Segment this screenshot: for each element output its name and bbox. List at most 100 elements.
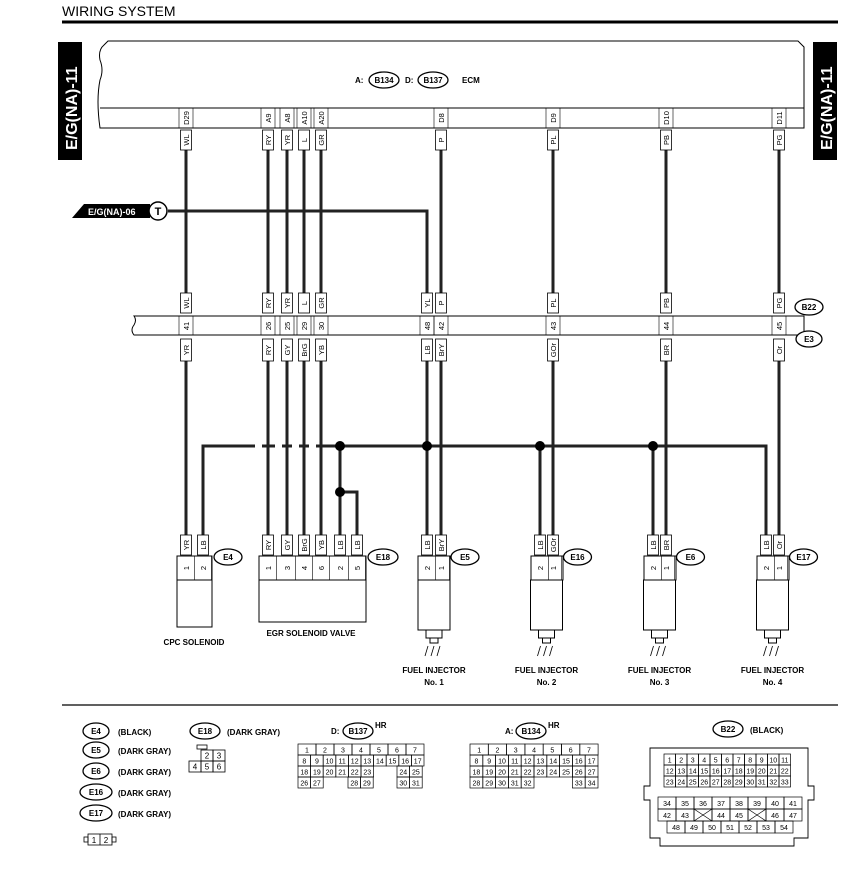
conn-e5-badge [450, 548, 480, 566]
legend-b22-pin: 6 [725, 758, 729, 765]
legend-b22-pin: 33 [781, 780, 789, 787]
harness-pin: 25 [283, 322, 292, 330]
legend-b22-pin: 2 [679, 758, 683, 765]
legend-a-pin: 25 [562, 770, 570, 777]
legend-a-pin: 19 [485, 770, 493, 777]
e18-pin: 2 [336, 566, 345, 570]
e16-pin: 1 [549, 566, 558, 570]
legend-d-pin: 4 [359, 748, 363, 755]
e5-wire-color: BrY [437, 539, 446, 552]
ecm-pin-a8: A8 [283, 113, 292, 122]
legend-b22-pin: 26 [700, 780, 708, 787]
ref-badge [148, 201, 168, 221]
legend-d-pin: 15 [389, 759, 397, 766]
legend-d-pin: 30 [399, 781, 407, 788]
legend-b22-pin: 12 [666, 769, 674, 776]
e3-wire-color-box [281, 338, 293, 362]
legend-b22-pin: 10 [769, 758, 777, 765]
b22-wire-color: RY [264, 298, 273, 308]
legend-a-pin: 4 [532, 748, 536, 755]
legend-e5-badge [82, 741, 110, 759]
legend-a-pin: 31 [511, 781, 519, 788]
e3-wire-color-box [180, 338, 192, 362]
injector-name: FUEL INJECTOR [402, 666, 465, 675]
harness-pin: 48 [423, 322, 432, 330]
injector-name: FUEL INJECTOR [628, 666, 691, 675]
e5-pin: 2 [423, 566, 432, 570]
spray-mark [662, 645, 666, 657]
e18-wire-color-box [315, 534, 327, 556]
e18-wire-color: YB [317, 540, 326, 550]
legend-b22-pin: 25 [689, 780, 697, 787]
legend-b22-pin: 21 [769, 769, 777, 776]
conn-e17-badge [788, 548, 819, 566]
harness-pin: 43 [549, 322, 558, 330]
egr-valve-label: EGR SOLENOID VALVE [266, 629, 356, 638]
side-tab-right-label: E/G(NA)-11 [819, 66, 836, 150]
legend-d-conn: B137 [348, 727, 368, 736]
b22-wire-color: PL [549, 298, 558, 307]
legend-d-pin: 7 [413, 748, 417, 755]
ref-label: E/G(NA)-06 [88, 207, 136, 217]
ecm-conn-d-badge [417, 71, 449, 89]
b22-wire-color-box [262, 292, 274, 314]
legend-d-pin: 8 [302, 759, 306, 766]
ecm-pin-a20: A20 [317, 111, 326, 124]
legend-b22-pin: 18 [735, 769, 743, 776]
legend-b22-pin: 3 [691, 758, 695, 765]
legend-a-badge [515, 722, 547, 740]
legend-a-pin: 21 [511, 770, 519, 777]
e3-wire-color-box [435, 338, 447, 362]
e3-wire-color: LB [423, 345, 432, 354]
e18-wire-color-box [262, 534, 274, 556]
legend-a-pin: 17 [588, 759, 596, 766]
legend-b22-pin: 30 [746, 780, 754, 787]
legend-e4-conn: E4 [91, 727, 101, 736]
ecm-pin-d9: D9 [549, 113, 558, 123]
injector-tip [655, 637, 664, 644]
legend-d-cell [409, 776, 423, 789]
e4-wire-color: LB [199, 540, 208, 549]
wires [168, 148, 781, 536]
ecm-wire-color-box [281, 129, 293, 151]
ecm-pin-d8: D8 [437, 113, 446, 123]
e5-wire-color-box [435, 534, 447, 556]
injector-nozzle [425, 629, 443, 639]
spray-mark [656, 645, 660, 657]
e4-wire-color-box [180, 534, 192, 556]
conn-e5-label: E5 [460, 553, 470, 562]
e6-wire-color: BR [662, 539, 671, 550]
legend-a-pin: 11 [511, 759, 518, 766]
legend-d-pin: 27 [313, 781, 321, 788]
legend-b22-pin: 48 [672, 825, 680, 832]
ecm-wire-color-box [298, 129, 310, 151]
e5-pin: 1 [437, 566, 446, 570]
legend-b22-color: (BLACK) [750, 726, 784, 735]
e17-pin: 1 [775, 566, 784, 570]
legend-a-pin: 23 [537, 770, 545, 777]
e18-wire-color-box [351, 534, 363, 556]
legend-e18-pin: 6 [217, 763, 222, 772]
ecm-wire-color: GR [317, 134, 326, 146]
legend-d-prefix: D: [331, 727, 339, 736]
legend-b22-badge [712, 720, 744, 738]
spray-mark [763, 645, 767, 657]
legend-b22-pin: 23 [666, 780, 674, 787]
legend-a-sup: HR [548, 721, 560, 730]
e18-pin: 5 [353, 566, 362, 570]
ecm-pin-d10: D10 [662, 111, 671, 125]
legend-a-pin: 30 [498, 781, 506, 788]
legend-e5-color: (DARK GRAY) [118, 747, 171, 756]
conn-e3-badge [795, 330, 823, 348]
e3-wire-color: BR [662, 344, 671, 355]
conn-b22-badge [794, 298, 824, 316]
legend-d-pin: 17 [414, 759, 422, 766]
harness-pin: 26 [264, 322, 273, 330]
e5-wire-color: LB [423, 540, 432, 549]
ecm-wire-color-box [547, 129, 559, 151]
harness-pin: 44 [662, 322, 671, 330]
legend-d-pin: 24 [399, 770, 407, 777]
spray-mark [537, 645, 541, 657]
legend-d-pin: 13 [363, 759, 371, 766]
